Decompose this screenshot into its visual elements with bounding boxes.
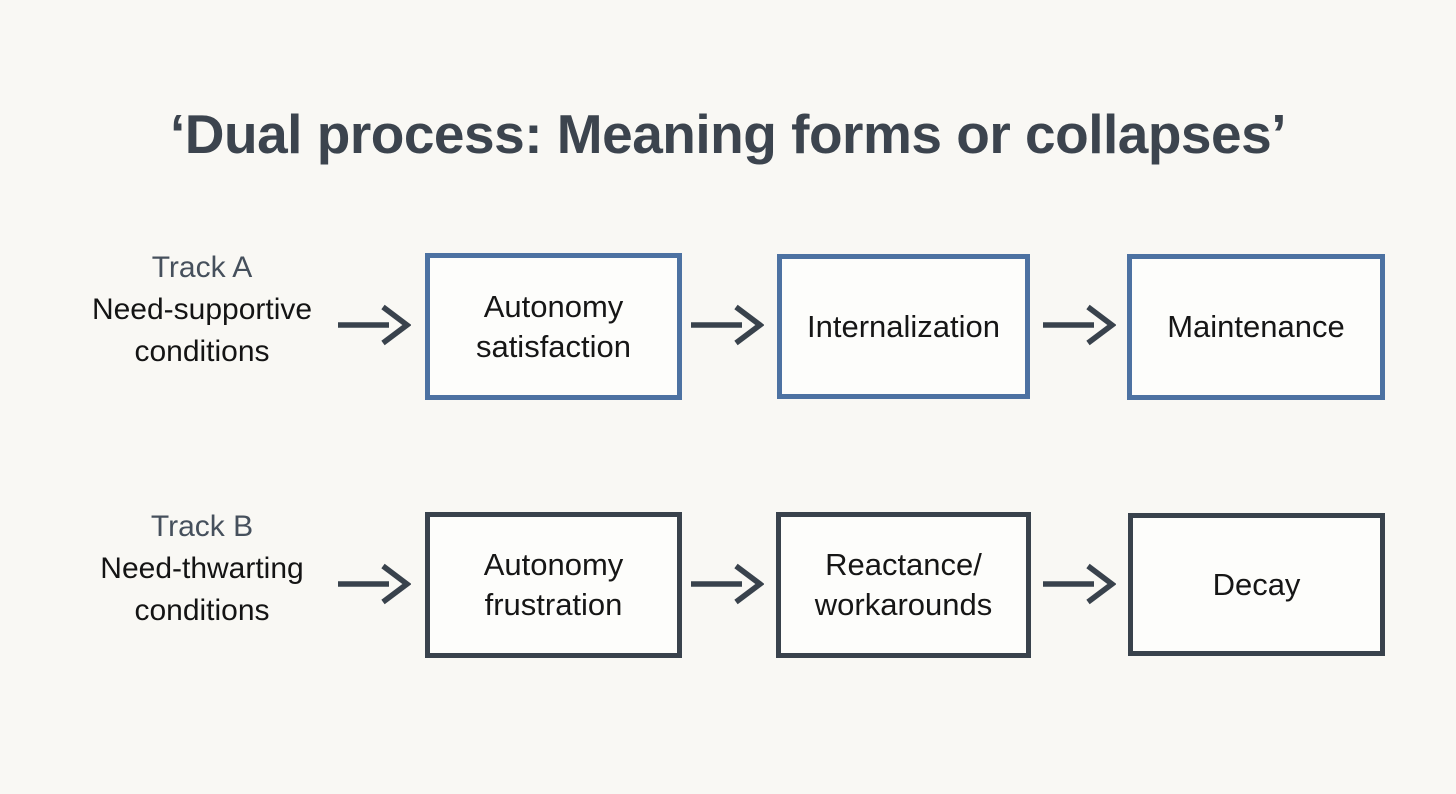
- track-a-condition-line1: Need-supportive: [91, 293, 313, 326]
- box-label: Decay: [1212, 566, 1301, 602]
- box-label: Reactance/ workarounds: [814, 547, 993, 622]
- box-decay: Decay: [1128, 513, 1385, 656]
- box-autonomy-frustration: Autonomy frustration: [425, 512, 682, 658]
- arrow-right-icon: [690, 561, 764, 607]
- arrow-right-icon: [337, 302, 411, 348]
- arrow-right-icon: [337, 561, 411, 607]
- track-b-label: Track B Need-thwarting conditions: [52, 506, 352, 632]
- box-internalization: Internalization: [777, 254, 1030, 399]
- arrow-right-icon: [1042, 561, 1116, 607]
- arrow-right-icon: [1042, 302, 1116, 348]
- track-a-condition-line2: conditions: [134, 335, 270, 368]
- page-title: ‘Dual process: Meaning forms or collapse…: [170, 103, 1286, 165]
- track-b-condition-line2: conditions: [134, 594, 270, 627]
- box-autonomy-satisfaction: Autonomy satisfaction: [425, 253, 682, 400]
- box-label: Autonomy satisfaction: [475, 288, 632, 364]
- track-a-name: Track A: [151, 251, 253, 284]
- track-a-label: Track A Need-supportive conditions: [52, 247, 352, 373]
- box-label: Maintenance: [1167, 309, 1345, 345]
- track-b-name: Track B: [150, 510, 254, 543]
- box-reactance-workarounds: Reactance/ workarounds: [776, 512, 1031, 658]
- arrow-right-icon: [690, 302, 764, 348]
- box-label: Autonomy frustration: [483, 547, 624, 622]
- box-label: Internalization: [806, 308, 1000, 344]
- track-b-condition-line1: Need-thwarting: [100, 552, 304, 585]
- box-maintenance: Maintenance: [1127, 254, 1385, 400]
